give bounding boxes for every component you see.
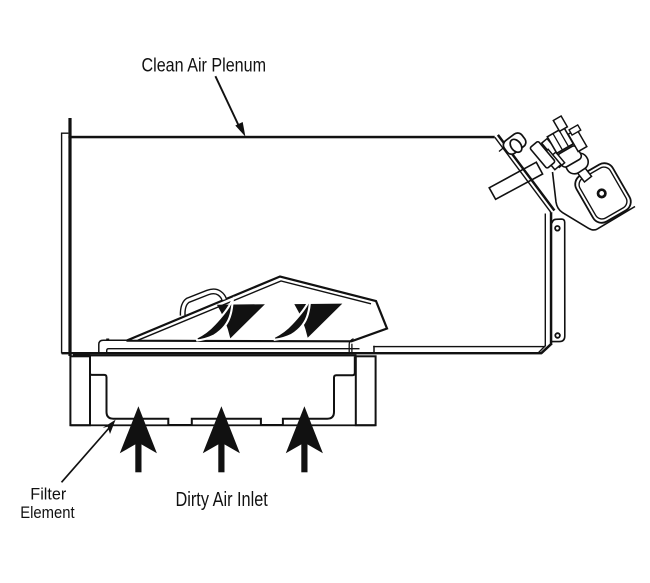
svg-text:Clean Air Plenum: Clean Air Plenum: [142, 56, 267, 77]
svg-text:Element: Element: [20, 503, 75, 522]
svg-text:Filter: Filter: [30, 484, 66, 503]
svg-text:Dirty Air Inlet: Dirty Air Inlet: [176, 489, 269, 511]
